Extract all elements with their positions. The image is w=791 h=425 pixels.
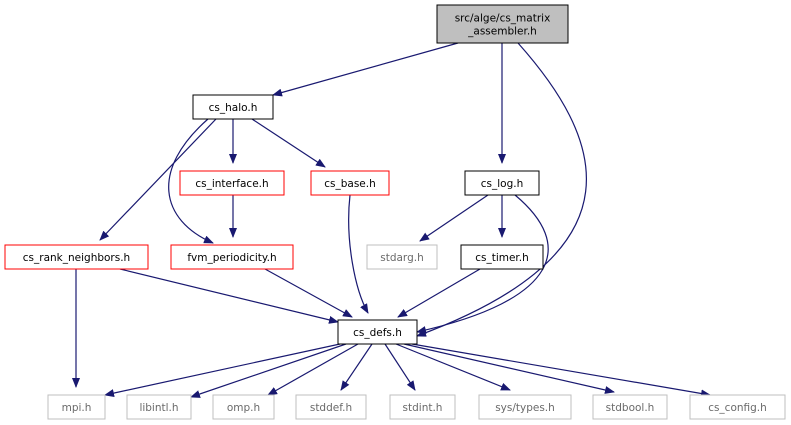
node-label: sys/types.h <box>495 402 555 414</box>
node-box <box>47 394 106 420</box>
node-label: _assembler.h <box>467 26 537 38</box>
node-label: cs_halo.h <box>209 102 258 114</box>
edge-rank-to-defs <box>119 268 339 324</box>
edge-root-to-halo <box>272 42 459 97</box>
node-log[interactable]: cs_log.h <box>464 170 540 196</box>
edge-halo-to-rank <box>99 118 217 241</box>
edge-root-to-defs <box>416 42 587 337</box>
node-label: cs_config.h <box>708 402 767 414</box>
node-box <box>436 4 569 44</box>
node-box <box>212 394 275 420</box>
edge-defs-to-systypes <box>395 343 511 391</box>
node-stdint: stdint.h <box>389 394 456 420</box>
node-omp: omp.h <box>212 394 275 420</box>
node-label: cs_timer.h <box>475 252 529 264</box>
edge-log-to-stdarg <box>419 194 489 242</box>
node-period[interactable]: fvm_periodicity.h <box>170 244 294 270</box>
node-mpi: mpi.h <box>47 394 106 420</box>
node-label: stdarg.h <box>380 252 423 264</box>
edge-defs-to-stdint <box>384 343 416 391</box>
node-box <box>310 170 390 196</box>
edge-defs-to-stddef <box>340 343 373 391</box>
node-box <box>460 244 544 270</box>
node-base[interactable]: cs_base.h <box>310 170 390 196</box>
node-box <box>337 319 418 345</box>
edge-defs-to-libintl <box>190 343 347 398</box>
node-halo[interactable]: cs_halo.h <box>192 94 274 120</box>
edge-base-to-defs <box>348 194 369 314</box>
edge-defs-to-omp <box>267 343 359 396</box>
node-label: cs_base.h <box>324 178 376 190</box>
edge-halo-to-period <box>168 118 214 244</box>
node-label: fvm_periodicity.h <box>187 252 276 264</box>
edge-defs-to-config <box>411 343 711 398</box>
node-box <box>478 394 572 420</box>
edge-halo-to-base <box>251 118 326 168</box>
node-libintl: libintl.h <box>126 394 192 420</box>
node-label: omp.h <box>227 402 260 414</box>
edge-defs-to-mpi <box>104 343 341 398</box>
node-label: cs_defs.h <box>353 327 402 339</box>
node-label: cs_interface.h <box>195 178 268 190</box>
edge-period-to-defs <box>264 268 353 318</box>
edge-timer-to-defs <box>397 268 481 318</box>
node-box <box>464 170 540 196</box>
node-timer[interactable]: cs_timer.h <box>460 244 544 270</box>
node-stdbool: stdbool.h <box>592 394 668 420</box>
node-label: stddef.h <box>310 402 352 414</box>
node-box <box>592 394 668 420</box>
node-interface[interactable]: cs_interface.h <box>179 170 285 196</box>
node-label: src/alge/cs_matrix <box>455 13 551 25</box>
node-label: stdint.h <box>403 402 443 414</box>
node-box <box>389 394 456 420</box>
node-box <box>295 394 367 420</box>
node-label: mpi.h <box>62 402 92 414</box>
node-systypes: sys/types.h <box>478 394 572 420</box>
node-config: cs_config.h <box>689 394 786 420</box>
node-box <box>170 244 294 270</box>
node-stdarg: stdarg.h <box>366 244 438 270</box>
node-box <box>126 394 192 420</box>
nodes: src/alge/cs_matrix_assembler.h cs_halo.hc… <box>4 4 786 420</box>
edge-log-to-defs <box>416 194 549 334</box>
node-box <box>689 394 786 420</box>
node-box <box>192 94 274 120</box>
node-root[interactable]: src/alge/cs_matrix_assembler.h <box>436 4 569 44</box>
node-box <box>4 244 149 270</box>
node-defs[interactable]: cs_defs.h <box>337 319 418 345</box>
edges <box>72 42 711 398</box>
node-label: stdbool.h <box>606 402 655 414</box>
edge-defs-to-stdbool <box>403 343 615 394</box>
node-label: cs_log.h <box>481 178 524 190</box>
node-label: libintl.h <box>139 402 178 414</box>
node-box <box>179 170 285 196</box>
node-stddef: stddef.h <box>295 394 367 420</box>
node-box <box>366 244 438 270</box>
node-label: cs_rank_neighbors.h <box>23 252 130 264</box>
node-rank[interactable]: cs_rank_neighbors.h <box>4 244 149 270</box>
